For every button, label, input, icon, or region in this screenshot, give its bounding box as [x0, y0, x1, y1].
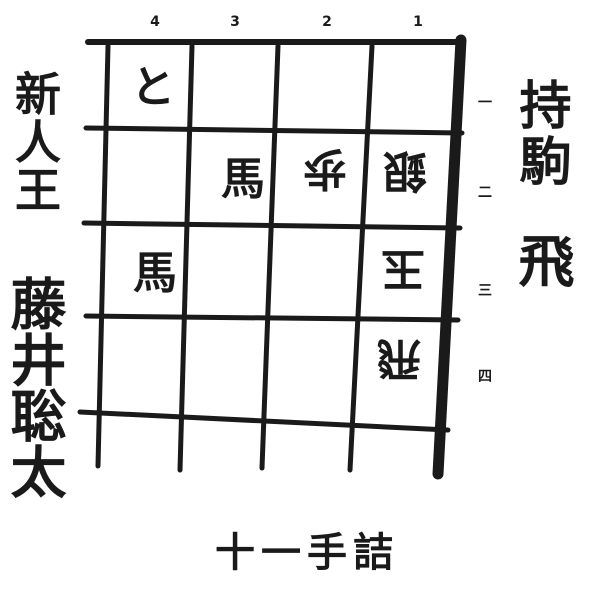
piece-horse-3-2[interactable]: 馬 [221, 154, 265, 205]
problem-caption: 十一手詰 [215, 529, 399, 576]
title-block-text: 新人王 [8, 70, 62, 214]
board-line-col-right [432, 34, 467, 480]
piece-silver-1-2[interactable]: 銀 [383, 145, 427, 196]
board-line-col-3-2 [259, 43, 281, 471]
hand-piece-rook[interactable]: 飛 [509, 232, 575, 294]
column-number-1: 1 [413, 14, 423, 30]
piece-horse-4-3[interactable]: 馬 [133, 248, 177, 299]
column-number-3: 3 [230, 14, 240, 30]
piece-tokin-4-1[interactable]: と [131, 62, 175, 113]
board-line-col-4-3 [177, 43, 195, 473]
board-line-col-left [95, 43, 111, 469]
player-name: 藤井聡太 [1, 275, 67, 499]
piece-king-1-3[interactable]: 玉 [381, 243, 425, 294]
column-number-4: 4 [150, 14, 160, 30]
row-number-2: 二 [478, 185, 492, 201]
row-number-3: 三 [478, 283, 492, 299]
hand-label: 持駒 [510, 78, 571, 190]
column-number-2: 2 [322, 14, 332, 30]
row-number-4: 四 [478, 369, 492, 385]
row-number-1: 一 [478, 95, 492, 111]
board-line-row-3 [83, 313, 461, 323]
piece-pawn-2-2[interactable]: 歩 [303, 143, 347, 194]
board-line-col-2-1 [347, 43, 375, 473]
piece-rook-1-4[interactable]: 飛 [377, 333, 421, 384]
